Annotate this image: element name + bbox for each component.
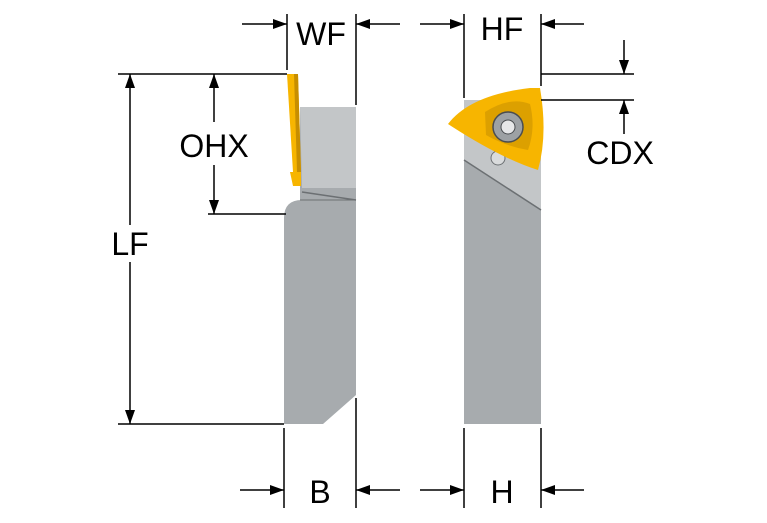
- ohx-label: OHX: [179, 128, 248, 164]
- wf-label: WF: [296, 16, 346, 52]
- side-view: [284, 74, 357, 424]
- ohx-dimension: OHX: [179, 74, 249, 214]
- hf-dimension: HF: [420, 11, 584, 47]
- lf-label: LF: [111, 226, 148, 262]
- side-view-insert-tip: [290, 172, 301, 186]
- front-view-seat-line: [463, 159, 542, 211]
- side-view-clamp: [300, 107, 356, 188]
- hf-label: HF: [481, 11, 524, 47]
- h-label: H: [490, 474, 513, 510]
- torx-screw-center: [500, 119, 516, 135]
- wf-dimension: WF: [242, 16, 400, 52]
- h-dimension: H: [420, 474, 584, 510]
- cdx-dimension: CDX: [586, 40, 654, 171]
- b-dimension: B: [240, 474, 400, 510]
- front-view: [448, 88, 544, 424]
- side-view-insert-shadow: [294, 74, 301, 172]
- lf-dimension: LF: [111, 74, 149, 424]
- b-label: B: [309, 474, 330, 510]
- side-view-parting-line: [301, 191, 357, 201]
- cdx-label: CDX: [586, 135, 654, 171]
- extension-lines: [118, 14, 634, 508]
